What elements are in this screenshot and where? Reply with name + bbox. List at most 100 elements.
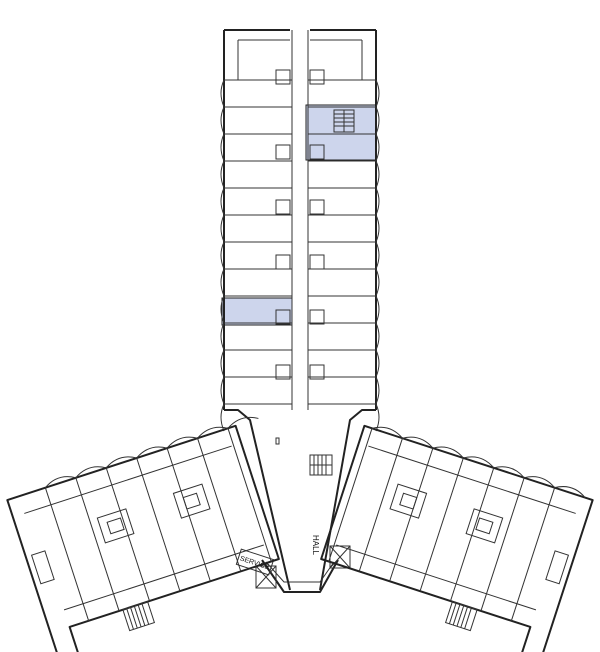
bath-core-east — [309, 199, 325, 215]
wing-unit-divider — [510, 487, 556, 621]
wing-unit-divider — [358, 438, 403, 572]
wing-bay-window — [554, 486, 586, 498]
bath-core-west — [275, 309, 291, 325]
wing-unit-divider — [197, 438, 242, 572]
bay-window-west — [220, 241, 225, 270]
west-end-room — [30, 550, 55, 585]
bath-core-east — [309, 364, 325, 380]
hall-entrance — [261, 559, 339, 593]
bay-window-west — [220, 214, 225, 243]
wing-bay-window — [493, 466, 525, 479]
bay-window-west — [220, 322, 225, 351]
wing-unit-divider — [419, 457, 464, 592]
wing-bay-window — [227, 416, 259, 429]
wing-unit-divider — [328, 428, 373, 562]
bath-core-west — [275, 69, 291, 85]
wing-unit-divider — [75, 477, 120, 612]
bay-window-west — [220, 106, 225, 135]
wing-bay-window — [105, 456, 137, 469]
bay-window-east — [375, 187, 380, 216]
east-wing-corridor — [336, 445, 576, 611]
wing-unit-divider — [105, 467, 150, 602]
north-bay-windows — [220, 79, 380, 432]
bay-window-east — [375, 241, 380, 270]
central-hall: SERVICE HALL — [224, 409, 376, 593]
wing-unit-divider — [389, 447, 434, 582]
bay-window-east — [375, 322, 380, 351]
bay-window-west — [220, 349, 225, 378]
bay-window-west — [220, 403, 225, 432]
hall-walls — [224, 409, 376, 591]
wing-unit-divider — [450, 467, 495, 602]
bay-window-west — [220, 268, 225, 297]
bay-window-east — [375, 160, 380, 189]
bay-window-west — [220, 133, 225, 162]
east-bathroom-core-2 — [465, 508, 504, 544]
wing-bay-window — [197, 426, 229, 439]
bay-window-east — [375, 106, 380, 135]
elevator-left-icon — [255, 565, 277, 589]
wing-unit-divider — [44, 487, 90, 621]
hall-fixture — [275, 437, 280, 445]
north-corridor — [291, 30, 309, 410]
bay-window-west — [220, 295, 225, 324]
wing-bay-window — [524, 476, 556, 488]
central-stair-icon — [309, 454, 333, 476]
wing-unit-divider — [227, 428, 272, 562]
bath-core-west — [275, 364, 291, 380]
wing-bay-window — [371, 426, 403, 439]
north-tower — [220, 29, 380, 432]
bath-core-east — [309, 144, 325, 160]
west-bathroom-core-1 — [96, 508, 135, 544]
wing-bay-window — [136, 446, 168, 459]
wing-bay-window — [166, 436, 198, 449]
west-unit-dividers — [44, 416, 272, 621]
east-end-room — [545, 550, 570, 585]
east-unit-dividers — [328, 426, 586, 621]
east-bathroom-core-1 — [389, 483, 428, 519]
bay-window-east — [375, 79, 380, 108]
wing-bay-window — [402, 436, 434, 449]
bay-window-west — [220, 187, 225, 216]
bay-window-west — [220, 160, 225, 189]
east-stair-icon — [444, 601, 478, 632]
bath-core-east — [309, 309, 325, 325]
bay-window-east — [375, 403, 380, 432]
west-wing-corridor — [24, 445, 264, 611]
west-wing-outer-wall — [6, 424, 280, 652]
east-wing — [320, 424, 594, 652]
wing-unit-divider — [136, 457, 181, 592]
west-wing — [6, 416, 280, 652]
bath-core-east — [309, 254, 325, 270]
bath-core-west — [275, 144, 291, 160]
east-wing-outer-wall — [320, 424, 594, 652]
bay-window-east — [375, 376, 380, 405]
wing-unit-divider — [166, 447, 211, 582]
north-bathroom-cores — [275, 69, 325, 380]
west-stair-icon — [122, 601, 156, 632]
wing-bay-window — [75, 466, 107, 479]
bath-core-west — [275, 254, 291, 270]
bay-window-east — [375, 295, 380, 324]
north-tower-outer-wall — [223, 29, 377, 410]
bay-window-east — [375, 133, 380, 162]
bath-core-west — [275, 199, 291, 215]
hall-entrance-inner — [265, 561, 335, 583]
north-stair-icon — [333, 109, 355, 133]
hall-label: HALL — [311, 535, 320, 556]
north-top-bay — [237, 39, 363, 80]
highlighted-unit-west[interactable] — [221, 297, 293, 326]
bay-window-east — [375, 214, 380, 243]
bay-window-west — [220, 376, 225, 405]
bay-window-west — [220, 79, 225, 108]
north-unit-dividers — [224, 79, 376, 405]
wing-bay-window — [463, 456, 495, 469]
west-bathroom-core-2 — [172, 483, 211, 519]
wing-unit-divider — [480, 477, 525, 612]
wing-bay-window — [432, 446, 464, 459]
bay-window-east — [375, 268, 380, 297]
wing-bay-window — [44, 476, 76, 488]
bath-core-east — [309, 69, 325, 85]
bay-window-east — [375, 349, 380, 378]
